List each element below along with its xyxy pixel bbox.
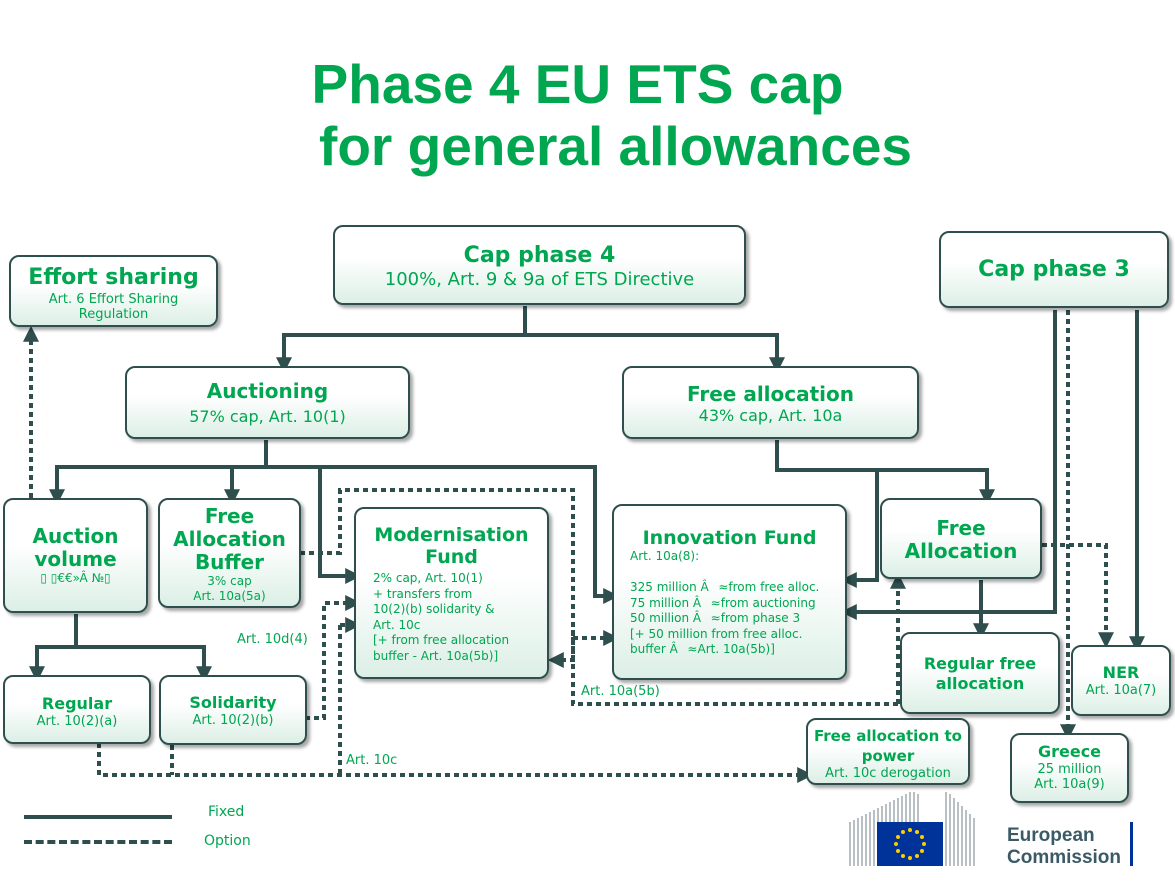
- effort-sharing-box: Effort sharing Art. 6 Effort Sharing Reg…: [9, 255, 218, 327]
- modernisation-fund-title: Modernisation Fund: [374, 524, 529, 568]
- effort-sharing-title: Effort sharing: [28, 265, 199, 290]
- label-art-10d4: Art. 10d(4): [237, 632, 308, 647]
- free-allocation-to-power-box: Free allocation to power Art. 10c deroga…: [806, 718, 970, 785]
- fixed-connector: [266, 465, 620, 604]
- logo-divider: [1130, 822, 1133, 866]
- option-connector: [97, 743, 814, 783]
- solidarity-box: Solidarity Art. 10(2)(b): [159, 675, 307, 745]
- innovation-fund-line: [+ 50 million from free alloc.: [630, 626, 803, 641]
- ner-title: NER: [1102, 663, 1140, 682]
- innovation-fund-line: buffer Â≈Art. 10a(5b)]: [630, 642, 775, 656]
- greece-sub2: Art. 10a(9): [1034, 777, 1105, 792]
- modernisation-fund-line: Art. 10c: [373, 617, 421, 632]
- modernisation-fund-line: 2% cap, Art. 10(1): [373, 571, 483, 585]
- fixed-connector: [76, 645, 212, 683]
- greece-sub1: 25 million: [1037, 762, 1102, 777]
- auction-volume-box: Auction volume ▯ ▯€€»Â №▯: [3, 498, 148, 613]
- option-connector: [305, 595, 362, 720]
- legend-fixed-label: Fixed: [208, 804, 245, 820]
- title-line-2: for general allowances: [319, 115, 912, 177]
- greece-title: Greece: [1037, 742, 1102, 761]
- fixed-connector: [276, 306, 527, 374]
- innovation-fund-box: Innovation Fund Art. 10a(8): 325 million…: [612, 504, 847, 680]
- auctioning-sub: 57% cap, Art. 10(1): [189, 407, 346, 426]
- auctioning-box: Auctioning 57% cap, Art. 10(1): [125, 366, 410, 439]
- innovation-fund-line: 75 million Â≈from auctioning: [630, 595, 816, 610]
- cap-phase-4-box: Cap phase 4 100%, Art. 9 & 9a of ETS Dir…: [333, 225, 746, 305]
- auctioning-title: Auctioning: [206, 379, 329, 403]
- fixed-connector: [840, 310, 1057, 620]
- free-allocation-to-power-sub: Art. 10c derogation: [825, 766, 951, 781]
- eu-flag-icon: [877, 822, 943, 866]
- free-allocation-buffer-sub1: 3% cap: [207, 574, 252, 588]
- logo-text-european: European: [1007, 825, 1095, 846]
- title-line-1: Phase 4 EU ETS cap: [311, 53, 844, 115]
- ner-box: NER Art. 10a(7): [1071, 645, 1171, 716]
- fixed-connector: [525, 333, 785, 374]
- regular-title: Regular: [41, 694, 113, 713]
- label-art-10a5b: Art. 10a(5b): [581, 684, 660, 699]
- fixed-connector: [49, 440, 268, 506]
- free-allocation-mid-title: Free Allocation: [904, 516, 1018, 563]
- cap-phase-4-title: Cap phase 4: [463, 243, 616, 268]
- innovation-fund-line: [630, 565, 845, 581]
- free-allocation-buffer-title: Free Allocation Buffer: [173, 504, 286, 574]
- modernisation-fund-box: Modernisation Fund 2% cap, Art. 10(1) + …: [354, 507, 549, 679]
- free-allocation-buffer-box: Free Allocation Buffer 3% cap Art. 10a(5…: [158, 498, 301, 608]
- modernisation-fund-line: + transfers from: [373, 586, 473, 601]
- free-allocation-top-sub: 43% cap, Art. 10a: [698, 406, 843, 425]
- cap-phase-3-title: Cap phase 3: [978, 257, 1130, 282]
- legend-fixed-line: [24, 815, 172, 819]
- fixed-connector: [318, 467, 362, 584]
- fixed-connector: [840, 470, 879, 588]
- regular-box: Regular Art. 10(2)(a): [3, 675, 151, 744]
- option-connector: [1042, 543, 1114, 649]
- free-allocation-mid-box: Free Allocation: [880, 498, 1042, 579]
- greece-box: Greece 25 million Art. 10a(9): [1010, 733, 1129, 803]
- fixed-connector: [29, 614, 78, 683]
- innovation-fund-line: Art. 10a(8):: [630, 549, 700, 563]
- cap-phase-4-sub: 100%, Art. 9 & 9a of ETS Directive: [384, 269, 695, 290]
- legend-option-label: Option: [204, 833, 251, 849]
- free-allocation-top-box: Free allocation 43% cap, Art. 10a: [622, 366, 919, 439]
- innovation-fund-details: Art. 10a(8): 325 million Â≈from free al…: [614, 549, 845, 658]
- logo-text-commission: Commission: [1007, 847, 1122, 868]
- innovation-fund-line: 50 million Â≈from phase 3: [630, 611, 801, 625]
- regular-free-allocation-box: Regular free allocation: [900, 632, 1060, 714]
- cap-phase-3-box: Cap phase 3: [939, 231, 1169, 308]
- modernisation-fund-line: [+ from free allocation: [373, 633, 510, 647]
- effort-sharing-sub: Art. 6 Effort Sharing Regulation: [48, 292, 179, 322]
- free-allocation-top-title: Free allocation: [686, 382, 855, 406]
- fixed-connector: [775, 440, 995, 506]
- modernisation-fund-line: buffer - Art. 10a(5b)]: [373, 648, 499, 663]
- modernisation-fund-line: 10(2)(b) solidarity &: [373, 602, 495, 616]
- free-allocation-to-power-title: Free allocation to power: [814, 727, 962, 765]
- auction-volume-sub: ▯ ▯€€»Â №▯: [40, 571, 111, 585]
- innovation-fund-line: 325 million Â≈from free alloc.: [630, 580, 820, 594]
- label-art-10c: Art. 10c: [346, 753, 398, 768]
- solidarity-sub: Art. 10(2)(b): [192, 713, 274, 728]
- free-allocation-buffer-sub2: Art. 10a(5a): [193, 589, 266, 603]
- solidarity-title: Solidarity: [189, 693, 277, 712]
- regular-sub: Art. 10(2)(a): [36, 714, 118, 729]
- legend-option-line: [24, 840, 172, 844]
- auction-volume-title: Auction volume: [32, 524, 119, 571]
- innovation-fund-title: Innovation Fund: [642, 527, 817, 549]
- modernisation-fund-details: 2% cap, Art. 10(1) + transfers from 10(2…: [356, 571, 547, 664]
- option-connector: [571, 630, 898, 706]
- regular-free-allocation-title: Regular free allocation: [923, 654, 1037, 693]
- option-connector: [300, 488, 575, 668]
- ner-sub: Art. 10a(7): [1085, 683, 1157, 698]
